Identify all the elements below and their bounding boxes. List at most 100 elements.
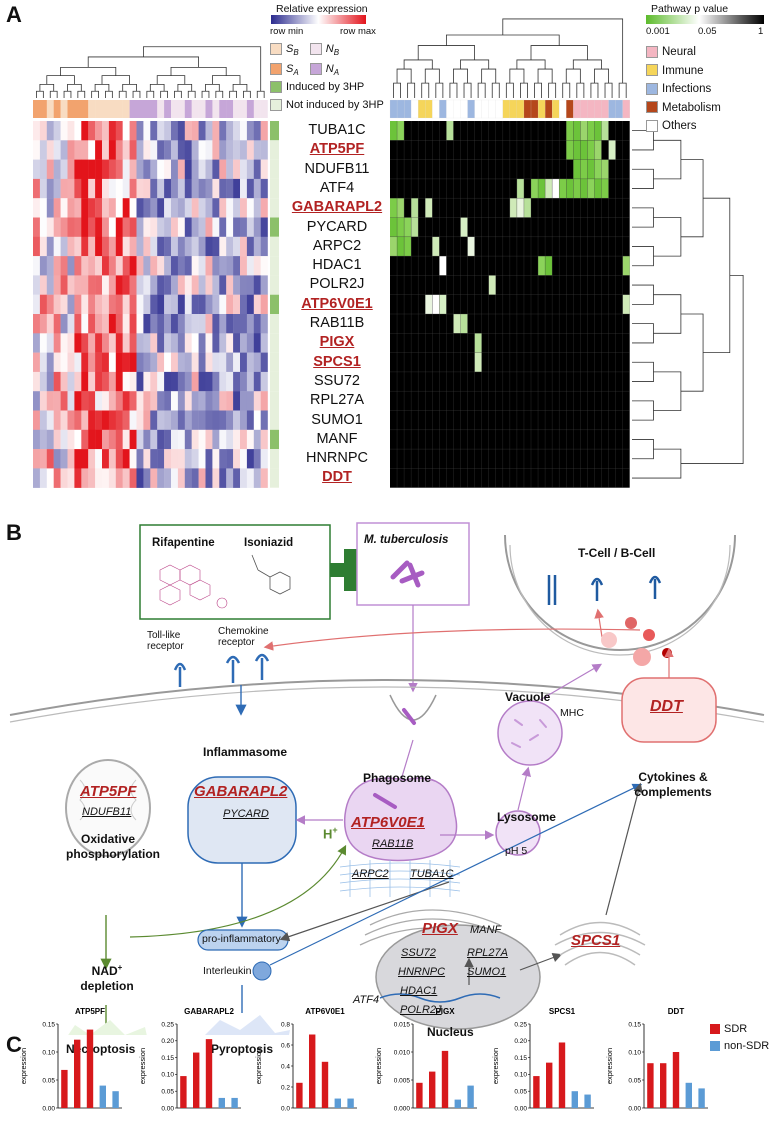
heatmap-cell [143, 275, 151, 295]
heatmap-cell [150, 429, 158, 450]
sample-annotation-cell [81, 100, 89, 118]
heatmap-cell [253, 333, 261, 353]
heatmap-cell [122, 198, 130, 218]
heatmap-cell [33, 352, 41, 373]
heatmap-cell [205, 217, 213, 237]
heatmap-cell [67, 198, 75, 218]
sb-swatch [270, 43, 282, 56]
heatmap-cell [198, 371, 206, 392]
heatmap-cell [191, 256, 199, 276]
heatmap-cell [136, 429, 144, 450]
heatmap-cell [74, 140, 82, 160]
heatmap-cell [246, 256, 254, 276]
pathway-cell [397, 236, 405, 257]
pathway-cell [594, 140, 602, 160]
category-label: Immune [662, 64, 704, 77]
bar [454, 1099, 461, 1108]
pathway-annotation-cell [439, 99, 447, 119]
y-axis-label: expression [138, 1048, 147, 1084]
gene-label: POLR2J [309, 276, 365, 293]
heatmap-cell [102, 198, 110, 218]
heatmap-cell [177, 217, 185, 237]
gene-label: PYCARD [306, 218, 368, 235]
heatmap-cell [177, 391, 185, 411]
induced-cell [270, 217, 279, 237]
category-swatch [646, 101, 658, 114]
heatmap-cell [95, 178, 103, 199]
pathway-annotation-cell [622, 99, 631, 119]
heatmap-cell [157, 391, 165, 411]
heatmap-cell [46, 275, 54, 295]
heatmap-cell [212, 410, 220, 430]
bar [647, 1063, 654, 1108]
pathway-cell [573, 159, 581, 179]
sample-annotation-cell [212, 100, 220, 118]
pathway-cell [587, 121, 595, 141]
heatmap-cell [39, 198, 47, 218]
sample-annotation-cell [95, 100, 103, 118]
pathway-cell [566, 140, 574, 160]
heatmap-cell [150, 275, 158, 295]
bar [231, 1097, 238, 1108]
cytokine-dot [601, 632, 617, 648]
heatmap-cell [143, 333, 151, 353]
heatmap-cell [198, 121, 206, 141]
heatmap-cell [240, 294, 248, 315]
heatmap-cell [136, 236, 144, 257]
heatmap-cell [46, 178, 54, 199]
heatmap-cell [198, 449, 206, 469]
necroptosis-burst [68, 1020, 147, 1035]
hplus-label: H+ [323, 825, 338, 842]
expression-gradient [271, 15, 366, 24]
heatmap-cell [184, 391, 192, 411]
sample-annotation-cell [171, 100, 179, 118]
heatmap-cell [129, 391, 137, 411]
heatmap-cell [122, 314, 130, 334]
pyroptosis-label: Pyroptosis [211, 1042, 274, 1056]
heatmap-cell [95, 256, 103, 276]
gene-label: NDUFB11 [304, 160, 370, 177]
heatmap-cell [81, 256, 89, 276]
heatmap-cell [219, 275, 227, 295]
heatmap-cell [67, 333, 75, 353]
bar [429, 1071, 436, 1108]
y-axis-label: expression [19, 1048, 28, 1084]
cytoskeleton [339, 860, 461, 897]
heatmap-cell [39, 371, 47, 392]
heatmap-cell [143, 159, 151, 180]
rab11b-label: RAB11B [372, 838, 414, 850]
heatmap-cell [219, 449, 227, 469]
heatmap-cell [226, 449, 234, 469]
heatmap-cell [122, 121, 130, 141]
heatmap-cell [246, 468, 254, 488]
heatmap-cell [115, 121, 123, 141]
induced-cell [270, 256, 279, 276]
heatmap-cell [233, 333, 241, 353]
heatmap-cell [95, 410, 103, 430]
heatmap-cell [253, 410, 261, 430]
heatmap-cell [233, 449, 241, 469]
pathway-cell [538, 256, 546, 276]
heatmap-cell [95, 294, 103, 315]
pycard-label: PYCARD [223, 808, 269, 820]
heatmap-cell [136, 198, 144, 218]
heatmap-cell [260, 256, 268, 276]
heatmap-cell [184, 468, 192, 488]
heatmap-cell [164, 410, 172, 430]
sample-annotation-cell [53, 100, 61, 118]
heatmap-cell [33, 198, 41, 218]
category-label: Metabolism [662, 101, 721, 114]
heatmap-cell [67, 159, 75, 180]
heatmap-cell [150, 121, 158, 141]
heatmap-cell [102, 468, 110, 488]
sample-annotation-cell [102, 100, 110, 118]
heatmap-cell [53, 275, 61, 295]
heatmap-cell [74, 449, 82, 469]
panel-letter-c: C [6, 1032, 22, 1057]
heatmap-cell [150, 352, 158, 373]
y-tick-label: 0.20 [161, 1038, 174, 1045]
heatmap-cell [226, 178, 234, 199]
induced-cell [270, 410, 279, 430]
